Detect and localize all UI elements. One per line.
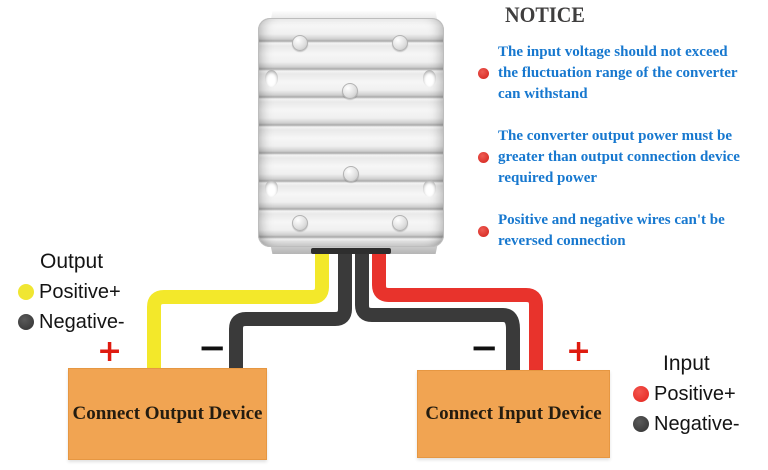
- notice-line: The converter output power must be: [498, 128, 733, 144]
- output-negative-label: Negative-: [39, 310, 125, 333]
- bullet-dot-icon: [478, 68, 489, 79]
- mounting-hole: [265, 70, 278, 87]
- screw: [342, 83, 358, 99]
- black-wire-dot-icon: [633, 416, 649, 432]
- input-legend-title: Input: [663, 352, 710, 375]
- output-legend-title: Output: [40, 250, 104, 273]
- output-positive-wire: [147, 248, 329, 378]
- input-device-box: Connect Input Device: [417, 370, 610, 458]
- mounting-hole: [423, 70, 436, 87]
- converter-device: [256, 10, 452, 256]
- bullet-dot-icon: [478, 225, 489, 237]
- notice-line: Positive and negative wires can't be: [498, 212, 725, 228]
- notice-item-text: The converter output power must be great…: [498, 126, 740, 189]
- output-device-box: Connect Output Device: [68, 368, 267, 460]
- notice-line: reversed connection: [498, 233, 626, 249]
- notice-line: required power: [498, 170, 598, 186]
- input-positive-wire: [372, 248, 543, 380]
- notice-panel: NOTICE The input voltage should not exce…: [478, 2, 768, 273]
- notice-line: the fluctuation range of the converter: [498, 65, 738, 81]
- notice-title: NOTICE: [505, 2, 585, 27]
- mounting-hole: [423, 180, 436, 197]
- output-positive-label: Positive+: [39, 280, 121, 303]
- output-negative-terminal-sign: −: [198, 328, 227, 368]
- yellow-wire-dot-icon: [18, 284, 34, 300]
- black-wire-dot-icon: [18, 314, 34, 330]
- legend-row-input-negative: Negative-: [633, 409, 740, 439]
- legend-row-input-positive: Positive+: [633, 379, 740, 409]
- input-legend: Input Positive+ Negative-: [633, 352, 740, 439]
- notice-line: greater than output connection device: [498, 149, 740, 165]
- output-device-label: Connect Output Device: [72, 403, 263, 424]
- input-positive-terminal-sign: +: [566, 334, 592, 369]
- legend-row-output-negative: Negative-: [18, 307, 125, 337]
- screw: [343, 166, 359, 182]
- mounting-hole: [265, 180, 278, 197]
- input-negative-label: Negative-: [654, 412, 740, 435]
- notice-item-text: The input voltage should not exceed the …: [498, 42, 738, 105]
- notice-line: can withstand: [498, 86, 588, 102]
- red-wire-dot-icon: [633, 386, 649, 402]
- input-device-label: Connect Input Device: [425, 403, 602, 424]
- input-positive-label: Positive+: [654, 382, 736, 405]
- legend-row-output-positive: Positive+: [18, 277, 125, 307]
- converter-heatsink-body: [258, 18, 444, 247]
- input-negative-terminal-sign: −: [470, 328, 499, 368]
- screw: [292, 215, 308, 231]
- screw: [392, 215, 408, 231]
- screw: [392, 35, 408, 51]
- notice-item: The input voltage should not exceed the …: [478, 42, 768, 105]
- output-positive-terminal-sign: +: [97, 334, 123, 369]
- notice-item: Positive and negative wires can't be rev…: [478, 210, 768, 252]
- output-legend: Output Positive+ Negative-: [18, 250, 125, 337]
- screw: [292, 35, 308, 51]
- output-negative-wire: [229, 248, 352, 378]
- notice-item: The converter output power must be great…: [478, 126, 768, 189]
- input-negative-wire: [355, 248, 520, 380]
- notice-item-text: Positive and negative wires can't be rev…: [498, 210, 725, 252]
- bullet-dot-icon: [478, 152, 489, 163]
- notice-line: The input voltage should not exceed: [498, 44, 728, 60]
- wire-connector: [311, 248, 391, 254]
